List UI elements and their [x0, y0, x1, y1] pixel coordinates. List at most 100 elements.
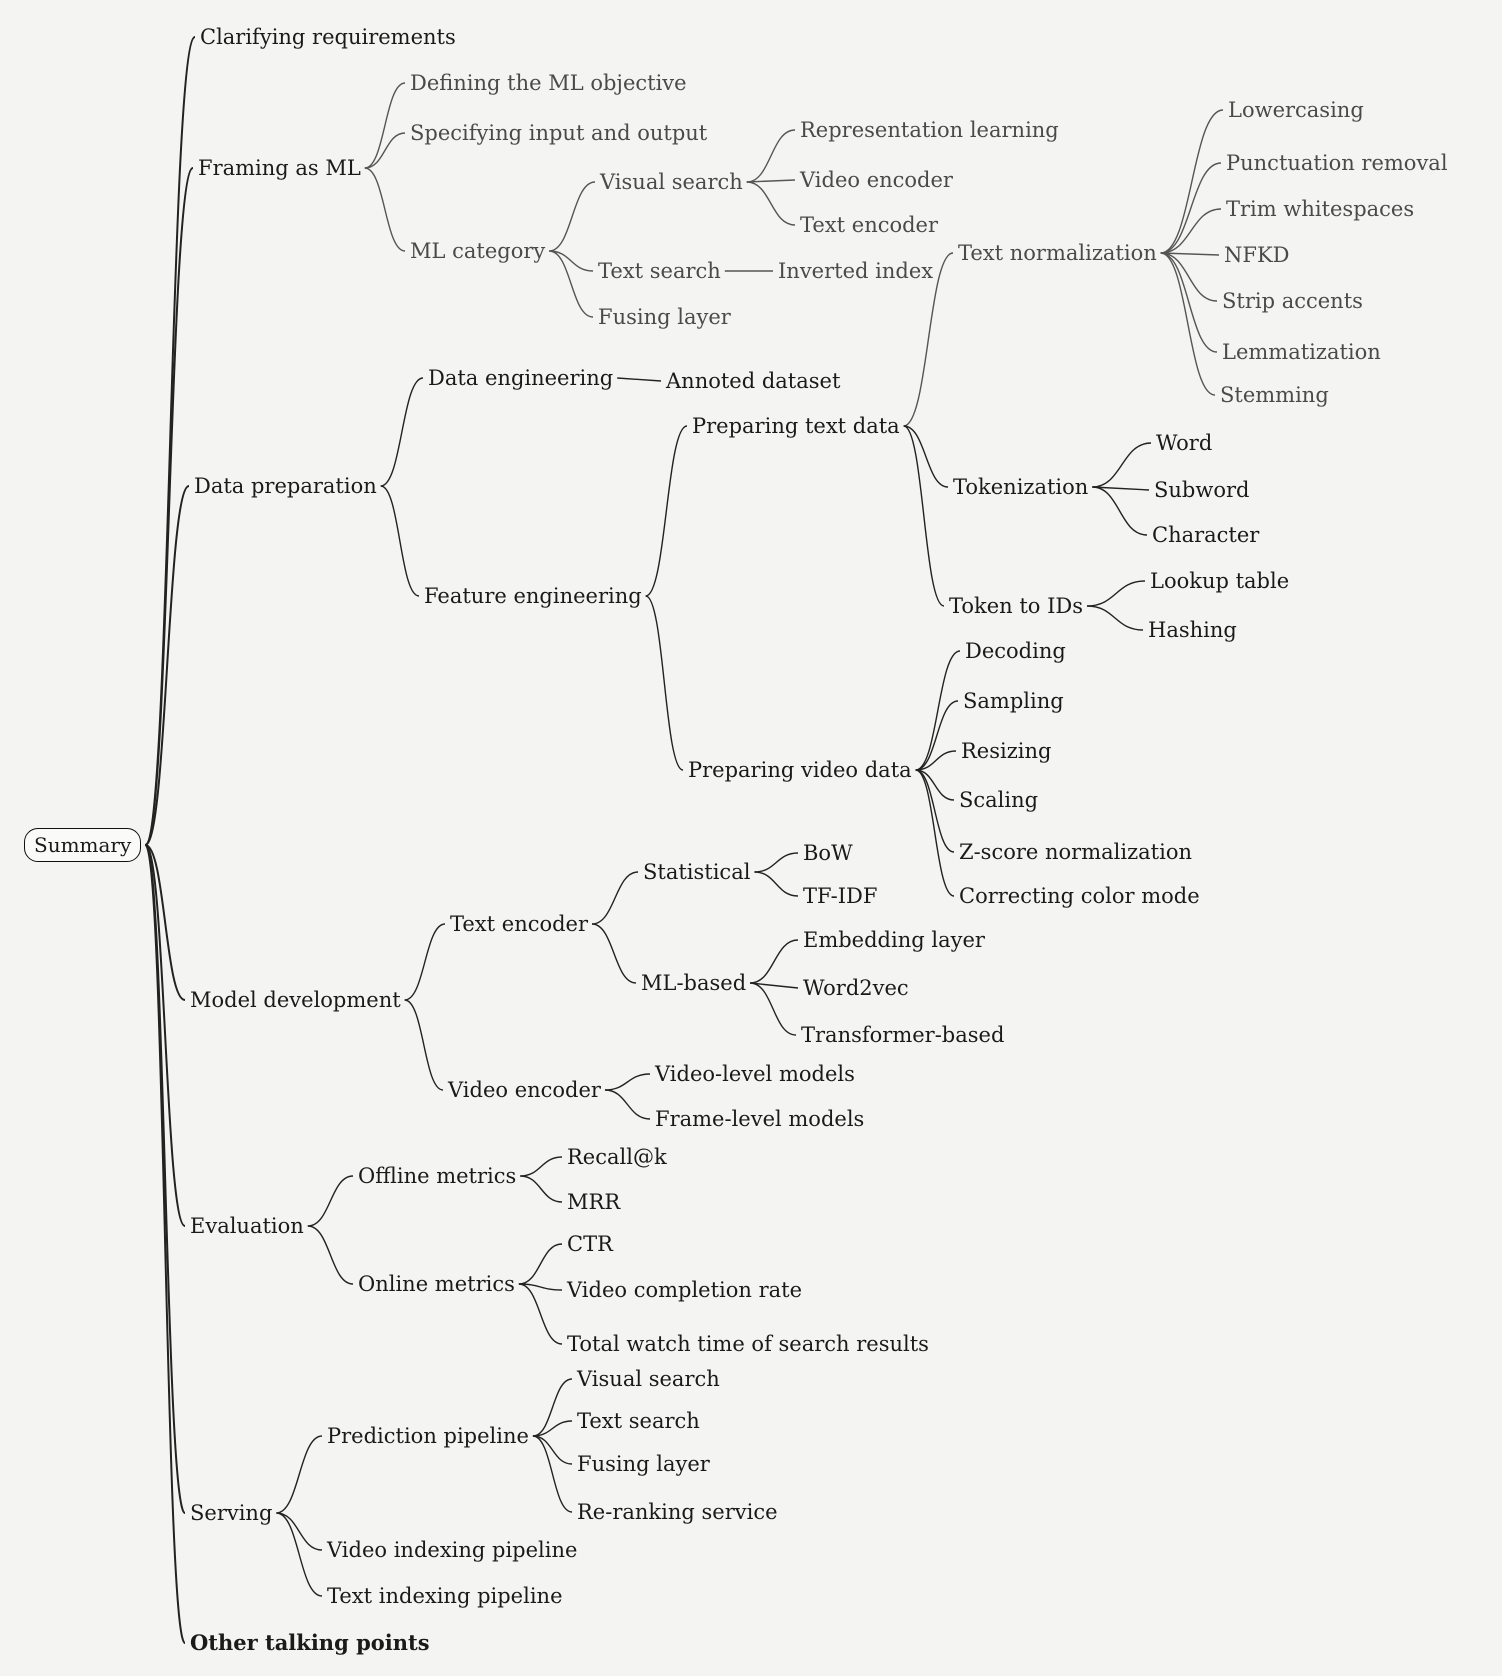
node-hashing: Hashing [1148, 618, 1237, 642]
edge-textenc2-statistical [591, 871, 639, 925]
edge-visual-replearn [746, 129, 796, 183]
edge-videoenc2-framelevel [604, 1089, 651, 1120]
node-textsearch: Text search [598, 259, 721, 283]
node-fusing2: Fusing layer [577, 1452, 710, 1476]
edge-tokenization-word [1092, 442, 1152, 488]
edge-prepvideo-decoding [915, 650, 961, 771]
edge-summary-other [144, 844, 186, 1644]
edge-dataprep-feateng [380, 485, 420, 597]
node-framelevel: Frame-level models [655, 1107, 865, 1131]
node-annoted: Annoted dataset [666, 369, 841, 393]
node-defining: Defining the ML objective [410, 71, 687, 95]
edge-tokenization-character [1092, 486, 1148, 536]
node-textenc1: Text encoder [800, 213, 939, 237]
edge-offline-recall [520, 1156, 563, 1177]
edge-textnorm-trim [1160, 208, 1222, 254]
node-completion: Video completion rate [567, 1278, 803, 1302]
node-videoenc2: Video encoder [448, 1078, 601, 1102]
node-subword: Subword [1154, 478, 1250, 502]
edge-summary-clarifying [144, 36, 196, 846]
node-sampling: Sampling [963, 689, 1064, 713]
edge-online-watchtime [518, 1283, 563, 1345]
node-mrr: MRR [567, 1190, 621, 1214]
node-mlcat: ML category [410, 239, 546, 263]
edge-tok2id-lookup [1087, 580, 1146, 607]
edge-textnorm-strip [1160, 252, 1218, 302]
node-modeldev: Model development [190, 988, 401, 1012]
node-fusing1: Fusing layer [598, 305, 731, 329]
edge-summary-evaluation [144, 844, 186, 1227]
node-watchtime: Total watch time of search results [567, 1332, 929, 1356]
node-stem: Stemming [1220, 383, 1329, 407]
edge-dataeng-annoted [617, 377, 662, 382]
edge-serving-textidx [276, 1512, 323, 1597]
edge-predpipe-visual2 [532, 1378, 573, 1437]
edge-visual-videoenc1 [746, 179, 796, 183]
node-bow: BoW [803, 841, 853, 865]
edge-summary-dataprep [144, 485, 190, 846]
edge-modeldev-videoenc2 [404, 999, 444, 1091]
edge-predpipe-textsearch2 [532, 1420, 573, 1437]
edge-summary-serving [144, 844, 186, 1514]
node-lower: Lowercasing [1228, 98, 1364, 122]
node-nfkd: NFKD [1224, 243, 1290, 267]
edge-textnorm-stem [1160, 252, 1216, 396]
edge-framing-specifying [364, 132, 406, 169]
node-visual2: Visual search [577, 1367, 720, 1391]
edge-statistical-tfidf [754, 871, 799, 897]
node-transformer: Transformer-based [801, 1023, 1005, 1047]
edge-textnorm-nfkd [1160, 252, 1220, 256]
node-videolevel: Video-level models [655, 1062, 855, 1086]
node-serving: Serving [190, 1501, 273, 1525]
node-visual: Visual search [600, 170, 743, 194]
edge-mlbased-embedding [750, 939, 799, 984]
edge-tokenization-subword [1092, 486, 1150, 491]
edge-summary-modeldev [144, 844, 186, 1001]
edge-framing-mlcat [364, 167, 406, 252]
edge-feateng-prepvideo [645, 595, 684, 771]
node-replearn: Representation learning [800, 118, 1059, 142]
edge-mlcat-fusing1 [549, 250, 594, 318]
node-other: Other talking points [190, 1630, 430, 1655]
node-scaling: Scaling [959, 788, 1039, 812]
edge-mlbased-word2vec [750, 982, 799, 989]
edge-serving-videoidx [276, 1512, 323, 1551]
node-mlbased: ML-based [641, 971, 747, 995]
node-lookup: Lookup table [1150, 569, 1290, 593]
edge-summary-framing [144, 167, 194, 846]
node-videoidx: Video indexing pipeline [327, 1538, 578, 1562]
edge-statistical-bow [754, 852, 799, 873]
node-textenc2: Text encoder [450, 912, 589, 936]
edge-framing-defining [364, 82, 406, 169]
edge-evaluation-offline [307, 1175, 354, 1227]
edge-mlbased-transformer [750, 982, 797, 1036]
node-textnorm: Text normalization [958, 241, 1157, 265]
edge-prepvideo-colormode [915, 769, 955, 897]
node-statistical: Statistical [643, 860, 751, 884]
edge-evaluation-online [307, 1225, 354, 1285]
node-embedding: Embedding layer [803, 928, 985, 952]
node-ctr: CTR [567, 1232, 613, 1256]
edge-serving-predpipe [276, 1435, 323, 1514]
node-feateng: Feature engineering [424, 584, 642, 608]
edge-mlcat-visual [549, 181, 596, 252]
edge-predpipe-fusing2 [532, 1435, 573, 1465]
edge-visual-textenc1 [746, 181, 796, 226]
edge-prepvideo-scaling [915, 769, 955, 801]
node-zscore: Z-score normalization [959, 840, 1192, 864]
node-punct: Punctuation removal [1226, 151, 1448, 175]
node-tfidf: TF-IDF [803, 884, 878, 908]
node-lemma: Lemmatization [1222, 340, 1381, 364]
edge-preptext-textnorm [903, 252, 954, 427]
edge-textnorm-lower [1160, 109, 1224, 254]
node-videoenc1: Video encoder [800, 168, 953, 192]
node-offline: Offline metrics [358, 1164, 517, 1188]
node-tokenization: Tokenization [953, 475, 1089, 499]
node-trim: Trim whitespaces [1226, 197, 1415, 221]
node-online: Online metrics [358, 1272, 515, 1296]
node-framing: Framing as ML [198, 156, 361, 180]
edge-online-ctr [518, 1243, 563, 1285]
node-evaluation: Evaluation [190, 1214, 304, 1238]
